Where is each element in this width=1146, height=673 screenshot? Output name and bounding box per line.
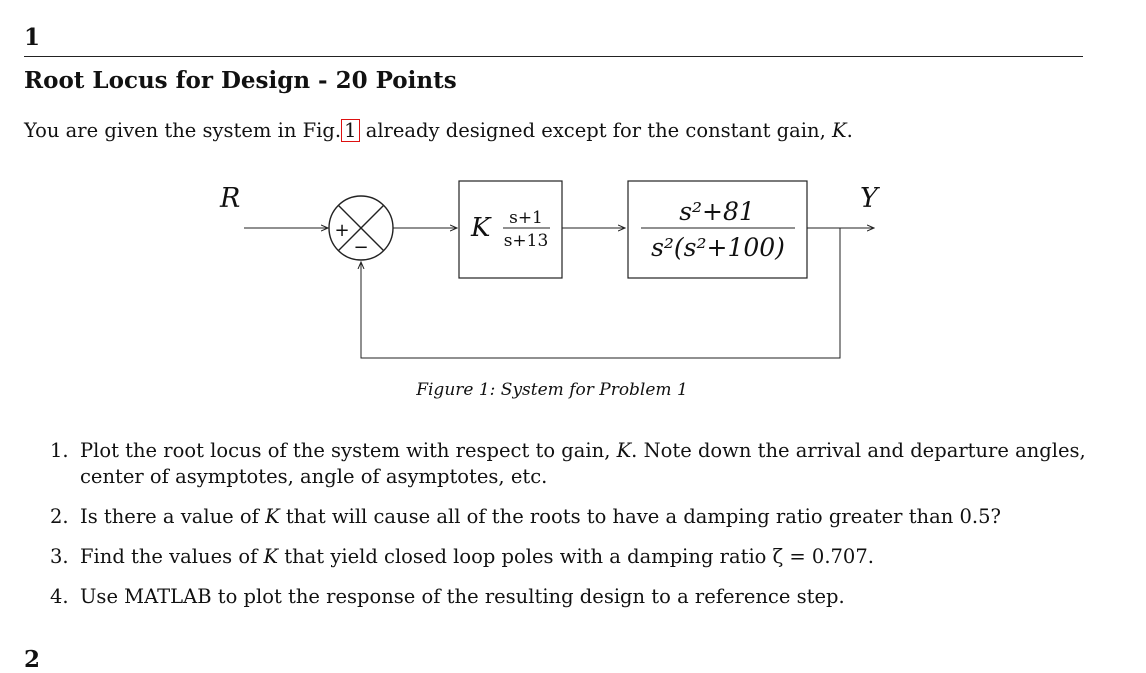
task-item-1: 1. Plot the root locus of the system wit… bbox=[50, 438, 1110, 490]
controller-gain-k: K bbox=[470, 213, 492, 243]
controller-denominator: s+13 bbox=[504, 231, 549, 251]
intro-text-middle: already designed except for the constant… bbox=[359, 119, 832, 142]
intro-text-start: You are given the system in Fig. bbox=[24, 119, 342, 142]
task-text: Find the values of K that yield closed l… bbox=[80, 545, 874, 568]
task-number: 4. bbox=[50, 585, 69, 608]
task-number: 1. bbox=[50, 439, 69, 462]
next-section-number: 2 bbox=[24, 646, 41, 673]
task-text: Is there a value of K that will cause al… bbox=[80, 505, 1001, 528]
controller-numerator: s+1 bbox=[509, 208, 543, 228]
block-diagram: R Y + − K s+1 s+13 s²+81 s²(s²+100) bbox=[219, 180, 880, 359]
summing-junction: + − bbox=[328, 195, 394, 261]
task-text: Use MATLAB to plot the response of the r… bbox=[80, 585, 845, 608]
task-item-3: 3. Find the values of K that yield close… bbox=[50, 544, 1110, 570]
task-item-2: 2. Is there a value of K that will cause… bbox=[50, 504, 1110, 530]
output-label-y: Y bbox=[860, 183, 880, 214]
plant-block: s²+81 s²(s²+100) bbox=[627, 180, 808, 279]
section-rule bbox=[24, 56, 1083, 57]
task-number: 2. bbox=[50, 505, 69, 528]
input-label-r: R bbox=[219, 183, 240, 214]
intro-text-end: . bbox=[846, 119, 853, 142]
intro-gain-variable: K bbox=[832, 119, 847, 142]
sum-minus-sign: − bbox=[353, 237, 368, 258]
task-number: 3. bbox=[50, 545, 69, 568]
figure-reference-link[interactable]: 1 bbox=[341, 119, 360, 143]
plant-denominator: s²(s²+100) bbox=[651, 233, 785, 262]
intro-paragraph: You are given the system in Fig.1 alread… bbox=[24, 119, 853, 143]
task-list: 1. Plot the root locus of the system wit… bbox=[50, 438, 1110, 624]
task-item-4: 4. Use MATLAB to plot the response of th… bbox=[50, 584, 1110, 610]
feedback-path bbox=[361, 228, 841, 359]
controller-block: K s+1 s+13 bbox=[458, 180, 563, 279]
sum-plus-sign: + bbox=[334, 220, 349, 241]
section-number: 1 bbox=[24, 24, 41, 51]
figure-caption: Figure 1: System for Problem 1 bbox=[416, 380, 688, 400]
plant-numerator: s²+81 bbox=[679, 197, 755, 226]
task-text: Plot the root locus of the system with r… bbox=[80, 439, 1086, 488]
section-title: Root Locus for Design - 20 Points bbox=[24, 67, 457, 94]
